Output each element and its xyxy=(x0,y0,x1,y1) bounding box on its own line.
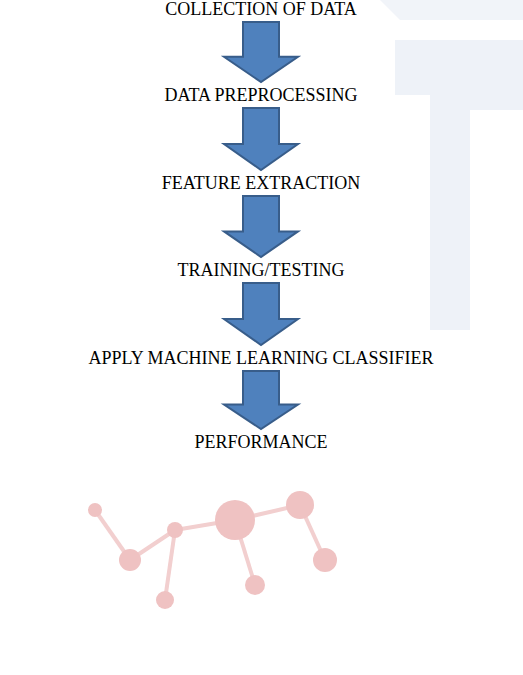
molecule-dots xyxy=(88,491,337,609)
watermark-shape xyxy=(380,0,523,20)
step-text: PERFORMANCE xyxy=(194,432,327,452)
step-text: APPLY MACHINE LEARNING CLASSIFIER xyxy=(88,348,433,368)
step-label: FEATURE EXTRACTION xyxy=(160,173,363,193)
step-label: DATA PREPROCESSING xyxy=(162,85,359,105)
step-label: TRAINING/TESTING xyxy=(176,260,347,280)
molecule-lines xyxy=(95,505,325,600)
step-text: DATA PREPROCESSING xyxy=(164,85,357,105)
block-arrow xyxy=(224,196,298,257)
step-label: COLLECTION OF DATA xyxy=(163,0,359,19)
block-arrow xyxy=(224,108,298,170)
block-arrow xyxy=(224,283,298,345)
step-text: COLLECTION OF DATA xyxy=(165,0,357,19)
step-label: APPLY MACHINE LEARNING CLASSIFIER xyxy=(86,348,435,368)
block-arrow xyxy=(224,371,298,429)
watermark-shape xyxy=(395,40,523,330)
step-text: TRAINING/TESTING xyxy=(178,260,345,280)
step-label: PERFORMANCE xyxy=(192,432,329,452)
block-arrow xyxy=(224,22,298,82)
step-text: FEATURE EXTRACTION xyxy=(162,173,361,193)
